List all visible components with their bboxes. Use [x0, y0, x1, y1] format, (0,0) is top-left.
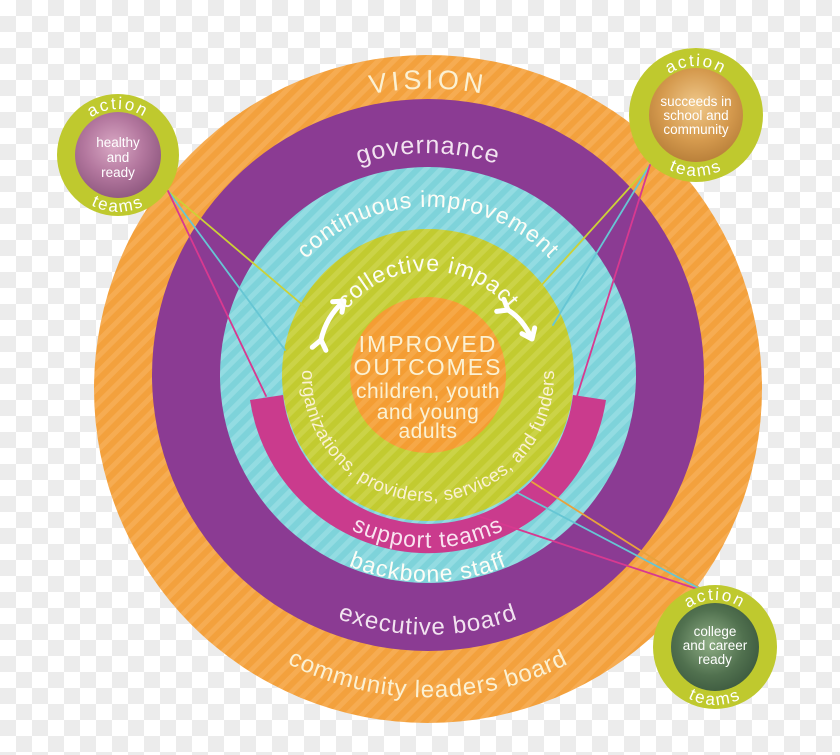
- caption-line: school and: [663, 108, 728, 123]
- connector-line-magenta: [576, 164, 651, 397]
- connector-line-yellow: [167, 190, 306, 308]
- action-team-photo: [75, 112, 161, 198]
- caption-line: succeeds in: [660, 94, 731, 109]
- center-line-1: IMPROVED: [359, 331, 498, 357]
- label-vision: VISION: [367, 64, 489, 99]
- action-team-badge-top-left: action teams healthy and ready: [57, 94, 179, 216]
- connector-line-cyan: [515, 491, 707, 593]
- center-line-3: children, youth: [356, 380, 500, 403]
- action-team-caption: succeeds in school and community: [660, 94, 731, 137]
- flow-arrow-right: [494, 296, 538, 342]
- caption-line: and: [107, 150, 130, 165]
- circle-improved-outcomes: [350, 297, 506, 453]
- caption-line: ready: [101, 165, 135, 180]
- connector-line-cyan: [552, 164, 651, 326]
- flow-arrow-left: [309, 298, 347, 353]
- caption-line: healthy: [96, 135, 140, 150]
- connector-line-yellow: [537, 164, 651, 290]
- action-team-photo: [671, 603, 759, 691]
- caption-line: community: [663, 122, 729, 137]
- center-line-4: and young: [377, 401, 480, 424]
- action-team-caption: college and career ready: [683, 624, 748, 667]
- center-line-5: adults: [398, 420, 457, 443]
- connector-line-orange: [531, 481, 707, 593]
- connector-line-magenta: [167, 190, 267, 397]
- connector-line-cyan: [167, 190, 286, 351]
- center-text-improved-outcomes: IMPROVED OUTCOMES children, youth and yo…: [354, 331, 503, 443]
- connector-lines-top-right: [537, 164, 651, 397]
- connector-lines-top-left: [167, 190, 306, 397]
- action-team-badge-bottom-right: action teams college and career ready: [653, 585, 777, 709]
- connector-line-magenta: [477, 515, 707, 593]
- arc-support-teams: [250, 395, 606, 554]
- action-team-badge-top-right: action teams succeeds in school and comm…: [629, 48, 763, 182]
- caption-line: and career: [683, 638, 748, 653]
- center-line-2: OUTCOMES: [354, 354, 503, 380]
- caption-line: ready: [698, 652, 732, 667]
- caption-line: college: [694, 624, 737, 639]
- action-team-caption: healthy and ready: [96, 135, 140, 180]
- connector-lines-bottom-right: [477, 481, 707, 593]
- action-team-photo: [649, 68, 743, 162]
